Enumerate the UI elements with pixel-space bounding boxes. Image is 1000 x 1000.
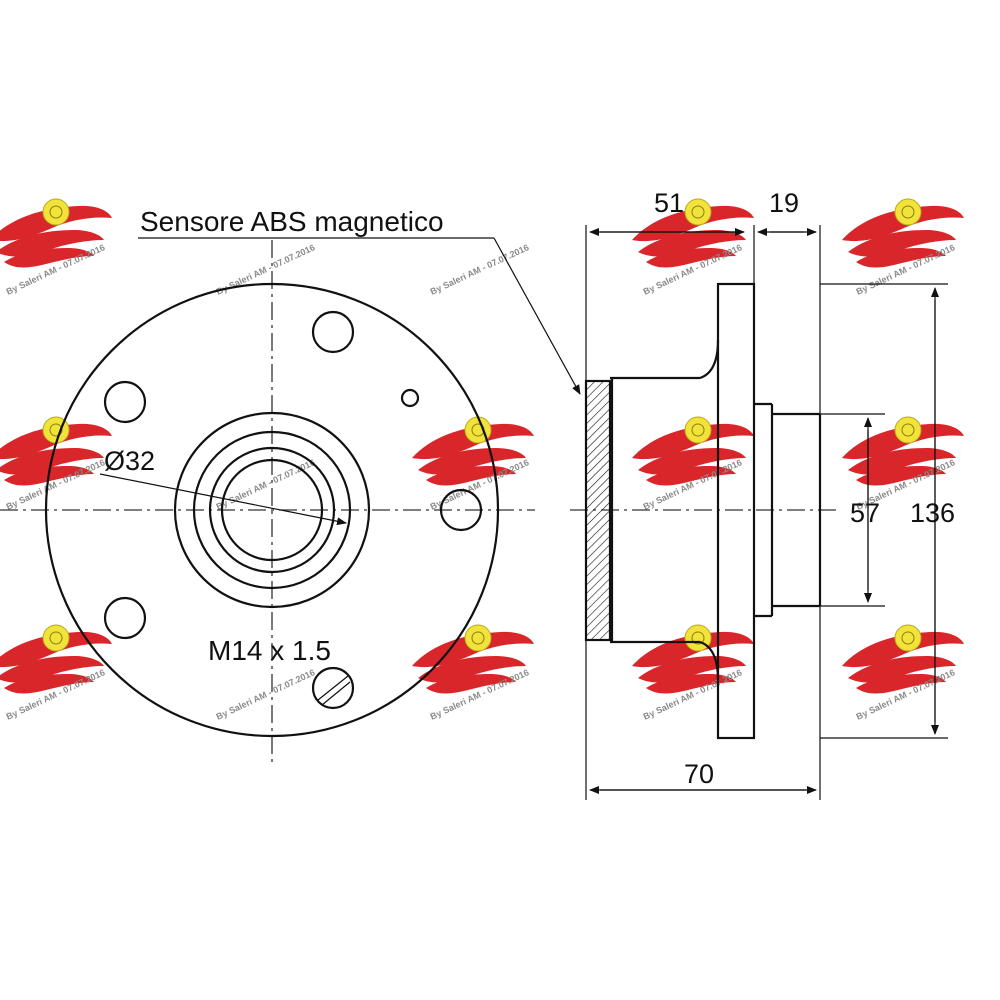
abs-magnetic-ring: [584, 379, 612, 642]
thread-mark: [321, 681, 351, 706]
bolt-hole-upper-left: [103, 380, 147, 424]
hub-ring-outer: [173, 411, 371, 609]
side-view: 51 19 70 57 136: [570, 188, 955, 800]
bolt-hole-lower-left: [103, 596, 147, 640]
flange-section: [716, 282, 756, 740]
abs-sensor-leader: [493, 237, 581, 395]
bore-diameter-label: Ø32: [104, 446, 155, 476]
hub-fillet-top: [699, 339, 720, 380]
hub-ring-inner: [208, 446, 336, 574]
hub-ring-middle: [192, 430, 352, 590]
bore-circle: [220, 458, 324, 562]
dim-pilot-diameter-label: 57: [850, 498, 880, 528]
bolt-hole-top: [311, 310, 355, 354]
abs-sensor-label: Sensore ABS magnetico: [140, 206, 444, 237]
watermark-text: By Saleri AM - 07.07.2016: [215, 667, 317, 722]
bolt-hole-threaded: [311, 666, 355, 710]
bolt-hole-right: [439, 488, 483, 532]
flange-outer-circle: [44, 282, 500, 738]
locating-hole: [400, 388, 420, 408]
dim-hub-length-label: 51: [654, 188, 684, 218]
watermark-text: By Saleri AM - 07.07.2016: [429, 242, 531, 297]
dim-total-length-label: 70: [684, 759, 714, 789]
dim-flange-offset-label: 19: [769, 188, 799, 218]
dim-flange-diameter-label: 136: [910, 498, 955, 528]
front-view: Ø32 M14 x 1.5: [0, 240, 535, 765]
thread-mark: [317, 675, 349, 701]
bore-diameter-leader: [99, 473, 347, 526]
thread-label: M14 x 1.5: [208, 635, 331, 666]
